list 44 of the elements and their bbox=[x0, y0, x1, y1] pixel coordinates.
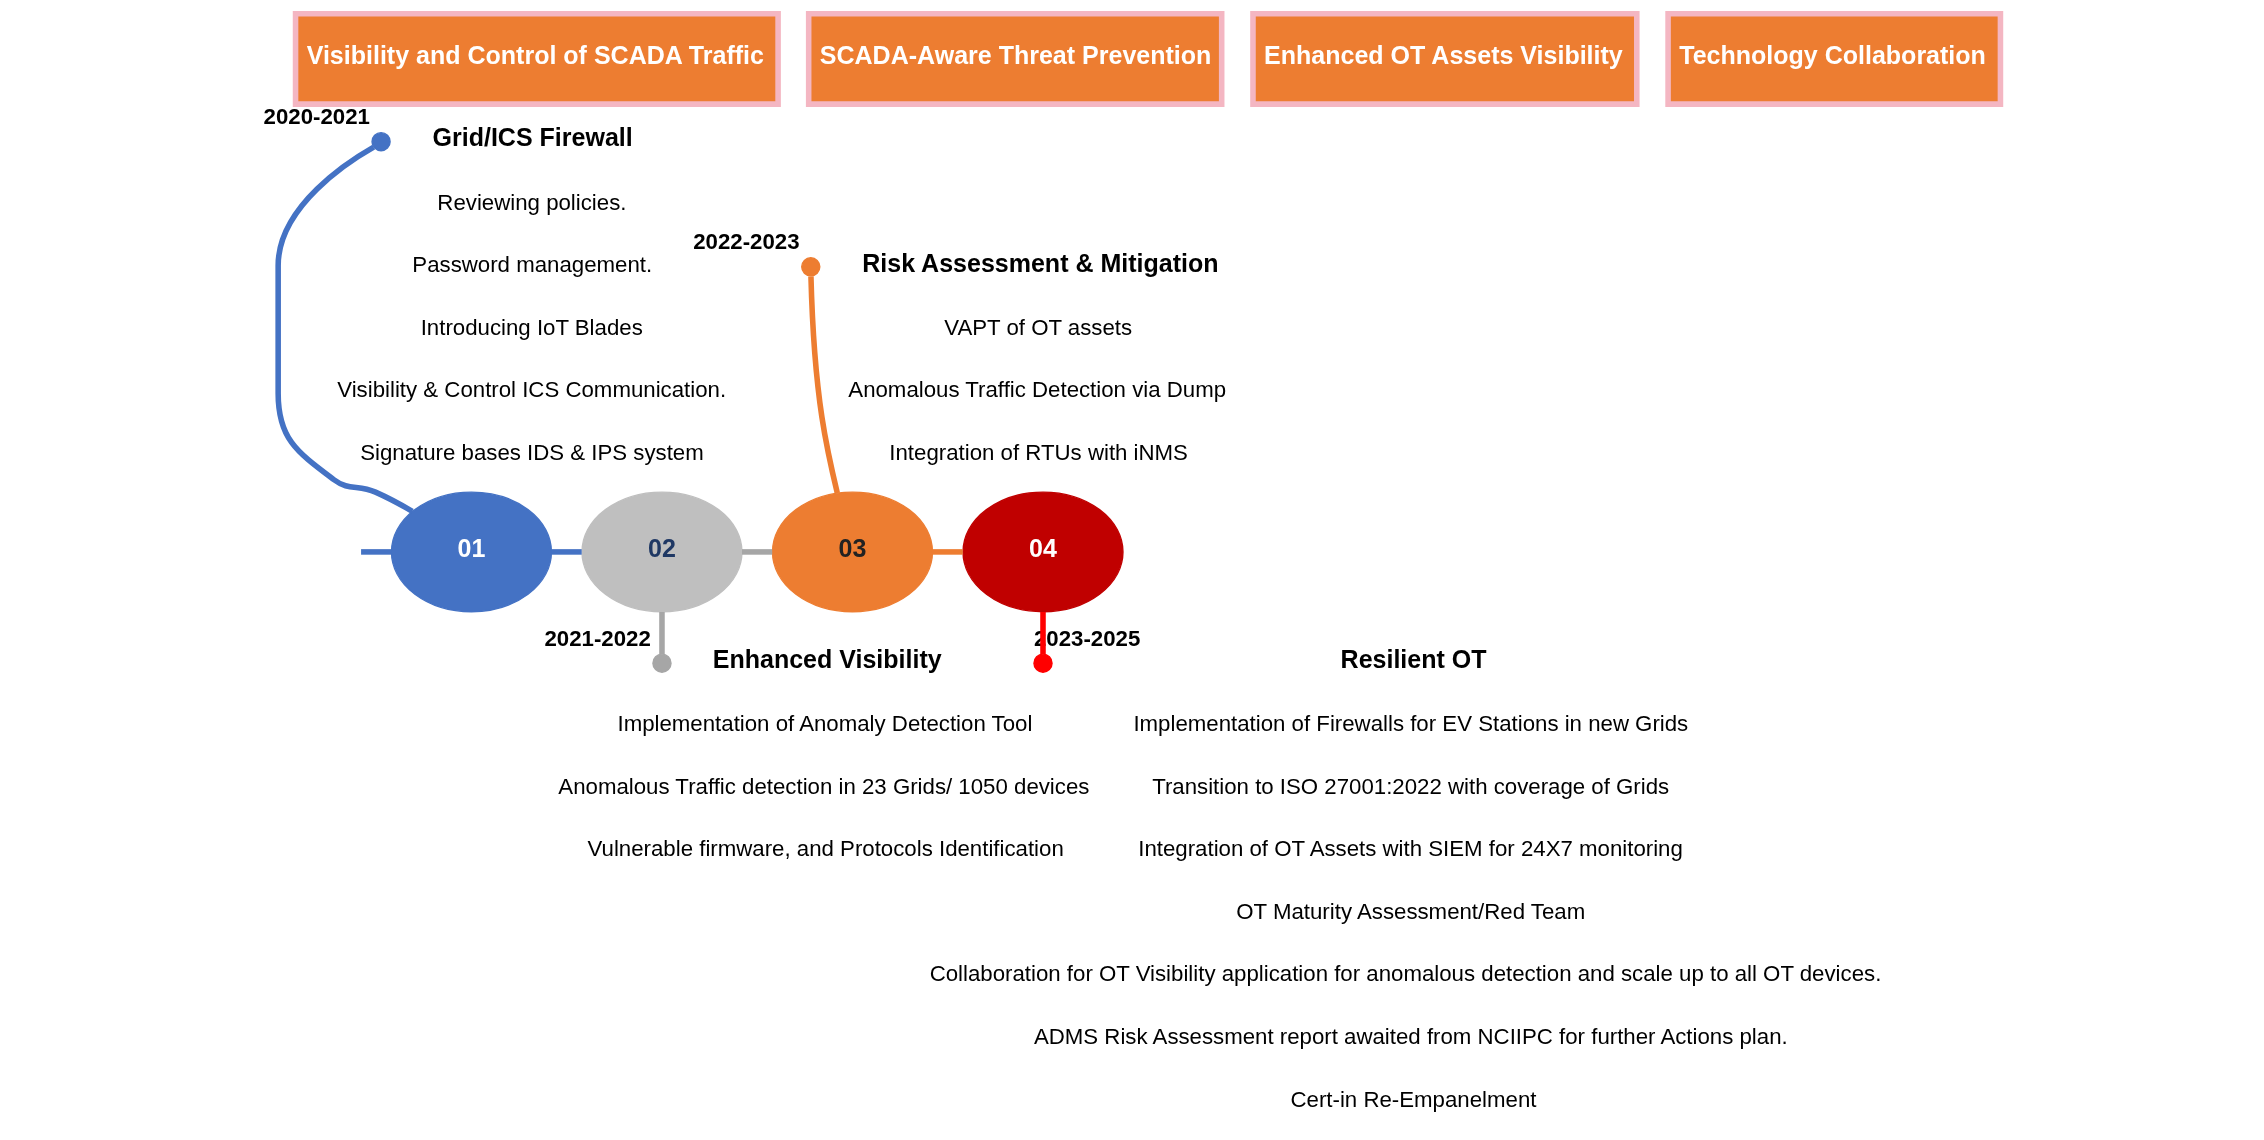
label: Reviewing policies. bbox=[437, 189, 627, 215]
connector bbox=[932, 549, 963, 555]
node-ellipse: 01 bbox=[390, 491, 553, 613]
node-circle bbox=[652, 653, 672, 673]
connector bbox=[741, 549, 773, 555]
label: Implementation of Anomaly Detection Tool bbox=[617, 711, 1033, 737]
node-circle bbox=[371, 131, 391, 152]
node-ellipse: 03 bbox=[771, 491, 934, 613]
label: ADMS Risk Assessment report awaited from NCIIPC for further Actions plan. bbox=[1033, 1023, 1788, 1049]
node-label: 2020-2021 bbox=[263, 104, 370, 130]
label: VAPT of OT assets bbox=[944, 314, 1133, 340]
label: Anomalous Traffic detection in 23 Grids/ 1050 devices bbox=[558, 773, 1090, 799]
label: Transition to ISO 27001:2022 with coverage of Grids bbox=[1152, 773, 1670, 799]
label: Resilient OT bbox=[1340, 644, 1487, 673]
label: Risk Assessment & Mitigation bbox=[862, 248, 1219, 277]
label: Grid/ICS Firewall bbox=[432, 123, 633, 152]
node-ellipse: 02 bbox=[581, 491, 743, 613]
label: Password management. bbox=[412, 252, 653, 278]
node-box: Enhanced OT Assets Visibility bbox=[1250, 10, 1640, 107]
node-label: 2022-2023 bbox=[693, 229, 800, 255]
node-ellipse: 04 bbox=[962, 491, 1124, 613]
node-circle bbox=[801, 257, 821, 277]
label: Introducing IoT Blades bbox=[420, 314, 643, 340]
connector bbox=[808, 276, 841, 494]
connector bbox=[275, 144, 414, 514]
connector bbox=[361, 549, 392, 555]
label: Anomalous Traffic Detection via Dump bbox=[848, 377, 1227, 403]
label: Integration of RTUs with iNMS bbox=[889, 439, 1188, 465]
label: OT Maturity Assessment/Red Team bbox=[1236, 898, 1586, 924]
label: Vulnerable firmware, and Protocols Identification bbox=[587, 836, 1064, 862]
node-box: SCADA-Aware Threat Prevention bbox=[805, 10, 1225, 107]
connector bbox=[551, 549, 582, 555]
label: Implementation of Firewalls for EV Stations in new Grids bbox=[1133, 711, 1689, 737]
label: Signature bases IDS & IPS system bbox=[360, 439, 704, 465]
label: Collaboration for OT Visibility application for anomalous detection and scale up to all OT devices. bbox=[929, 961, 1882, 987]
node-box: Technology Collaboration bbox=[1665, 10, 2004, 107]
label: Integration of OT Assets with SIEM for 24X7 monitoring bbox=[1138, 836, 1683, 862]
label: Cert-in Re-Empanelment bbox=[1290, 1086, 1537, 1112]
node-circle bbox=[1033, 653, 1053, 673]
node-label: 2021-2022 bbox=[544, 625, 651, 651]
connector bbox=[659, 612, 665, 655]
node-box: Visibility and Control of SCADA Traffic bbox=[292, 10, 781, 107]
label: Enhanced Visibility bbox=[712, 644, 942, 673]
label: Visibility & Control ICS Communication. bbox=[337, 377, 727, 403]
